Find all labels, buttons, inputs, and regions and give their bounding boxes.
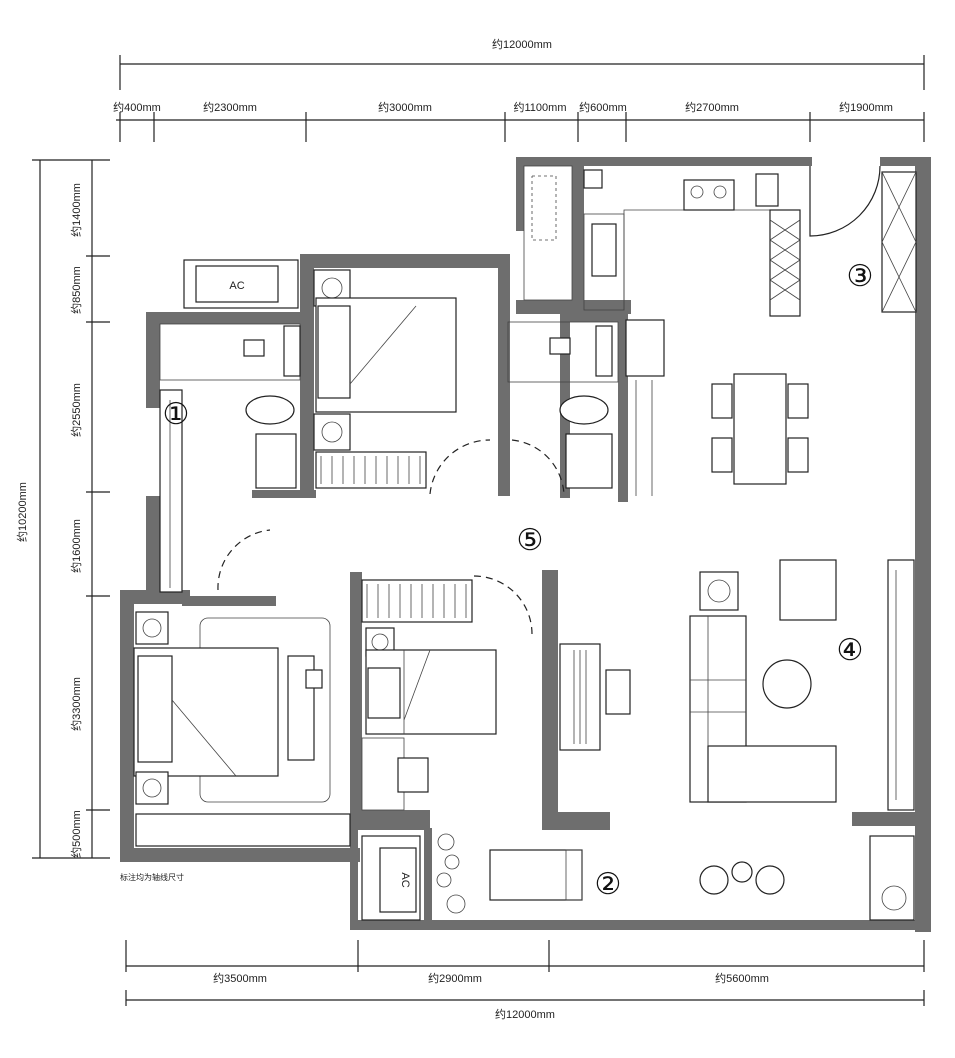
dim-top-seg-7: 约1900mm (839, 101, 893, 114)
dim-left-total: 约10200mm (16, 482, 29, 542)
second-bedroom (361, 575, 533, 811)
living-room (559, 559, 915, 811)
top-bedroom (313, 269, 491, 495)
ac-label-2: AC (399, 872, 411, 887)
master-bedroom: 标注均为轴线尺寸 (120, 611, 351, 882)
left-bathroom: AC (159, 259, 301, 593)
room-number-3: ③ (847, 260, 874, 293)
dim-left-seg-2: 约850mm (70, 266, 83, 314)
dim-top-seg-5: 约600mm (579, 101, 627, 114)
room-number-1: ① (163, 398, 190, 431)
dim-top-seg-4: 约1100mm (514, 101, 567, 114)
dim-bottom-seg-1: 约3500mm (213, 972, 267, 985)
room-numbers: ① ② ③ ④ ⑤ (163, 260, 874, 901)
dining-table (635, 373, 809, 496)
ac-label-1: AC (229, 280, 244, 292)
bottom-dimensions: 约3500mm 约2900mm 约5600mm 约12000mm (125, 940, 925, 1021)
dim-bottom-seg-3: 约5600mm (715, 972, 769, 985)
balcony: AC (361, 833, 915, 921)
room-number-5: ⑤ (517, 524, 544, 557)
dim-top-seg-1: 约400mm (113, 101, 161, 114)
dim-top-seg-3: 约3000mm (378, 101, 432, 114)
dim-left-seg-3: 约2550mm (70, 383, 83, 437)
room-number-4: ④ (837, 634, 864, 667)
dimension-note: 标注均为轴线尺寸 (120, 872, 184, 882)
walls (120, 157, 931, 932)
dim-bottom-total: 约12000mm (495, 1008, 555, 1021)
top-dimensions: 约12000mm 约400mm 约2300mm 约3000mm 约1100mm … (113, 38, 925, 142)
dim-left-seg-6: 约500mm (70, 810, 83, 858)
dim-left-seg-5: 约3300mm (70, 677, 83, 731)
dim-top-total: 约12000mm (492, 38, 552, 51)
dim-left-seg-1: 约1400mm (70, 183, 83, 237)
dim-left-seg-4: 约1600mm (70, 519, 83, 573)
dim-top-seg-6: 约2700mm (685, 101, 739, 114)
dim-top-seg-2: 约2300mm (203, 101, 257, 114)
dim-bottom-seg-2: 约2900mm (428, 972, 482, 985)
kitchen (523, 165, 917, 377)
room-number-2: ② (595, 868, 622, 901)
second-bathroom (507, 321, 619, 495)
left-dimensions: 约10200mm 约1400mm 约850mm 约2550mm 约1600mm … (16, 159, 110, 859)
